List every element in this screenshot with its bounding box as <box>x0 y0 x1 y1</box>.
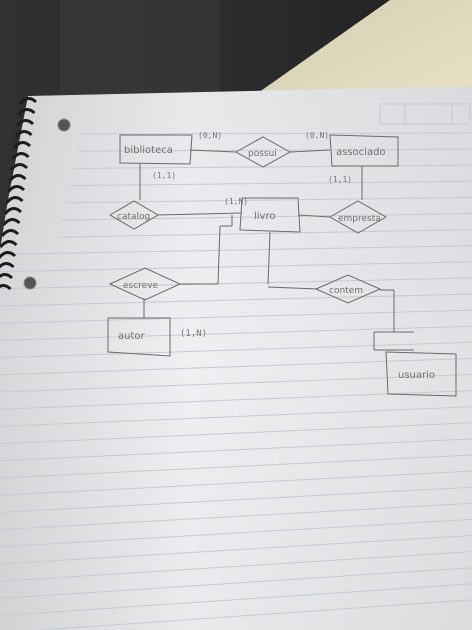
entity-label: usuario <box>398 370 435 381</box>
ruled-line <box>0 470 472 496</box>
spiral-binding <box>0 97 38 291</box>
entity-label: livro <box>254 211 275 222</box>
spiral-ring <box>3 207 23 215</box>
ruled-line <box>0 309 472 324</box>
spiral-ring <box>14 130 33 138</box>
ruled-line <box>0 341 472 359</box>
spiral-ring <box>8 174 27 182</box>
relationship-diamond <box>314 274 382 304</box>
connector <box>267 286 319 290</box>
connector <box>267 231 271 285</box>
ruled-line <box>61 213 472 221</box>
spiral-ring <box>6 185 26 193</box>
relationship-diamond <box>109 200 159 230</box>
er-diagram <box>107 134 457 397</box>
ruled-line <box>0 438 472 462</box>
ruled-line <box>0 245 472 255</box>
spiral-ring <box>15 119 35 127</box>
cardinality-label: (0,N) <box>198 131 222 140</box>
ruled-line <box>0 567 472 599</box>
relationship-label: possui <box>248 149 277 159</box>
ruled-line <box>0 518 472 548</box>
relationship-diamond <box>234 136 292 168</box>
ruled-line <box>65 196 472 204</box>
cardinality-label: (1,1) <box>152 171 176 180</box>
relationship-diamond <box>328 200 388 234</box>
ruled-line <box>0 261 472 273</box>
spiral-ring <box>0 251 17 259</box>
ruled-line <box>0 374 472 393</box>
spiral-ring <box>11 152 30 160</box>
connector <box>217 225 221 285</box>
relationship-label: escreve <box>123 281 159 291</box>
spiral-ring <box>0 284 12 291</box>
entity-label: autor <box>118 331 146 342</box>
ruled-line <box>0 325 472 341</box>
ruled-line <box>0 422 472 445</box>
spiral-ring <box>0 273 14 280</box>
entity-box <box>329 134 399 167</box>
spiral-ring <box>2 218 21 226</box>
ruled-line <box>32 599 472 630</box>
spiral-ring <box>12 141 32 149</box>
relationship-label: contem <box>329 286 363 296</box>
ruled-line <box>0 357 472 376</box>
er-labels: biblioteca associado livro autor usuario… <box>117 131 435 381</box>
relationship-diamond <box>108 267 182 301</box>
ruled-line <box>77 148 472 152</box>
paper-shading <box>0 86 472 630</box>
cardinality-label: (1,N) <box>180 329 207 339</box>
ruled-line <box>0 277 472 290</box>
paper-header-box <box>379 103 471 125</box>
cardinality-label: (1,N) <box>224 197 248 206</box>
punch-hole <box>23 276 37 290</box>
spiral-ring <box>0 262 15 269</box>
spiral-ring <box>5 196 24 204</box>
connector <box>289 149 331 153</box>
spiral-ring <box>0 240 18 248</box>
ruled-line <box>0 293 472 307</box>
ruled-line <box>81 132 472 135</box>
relationship-label: catalog <box>117 212 150 222</box>
background-floor <box>60 0 220 95</box>
spiral-ring <box>9 163 29 171</box>
ruled-line <box>0 551 472 582</box>
ruled-line <box>69 180 472 187</box>
connector <box>157 212 243 216</box>
entity-box <box>385 351 457 397</box>
ruled-line <box>0 583 472 617</box>
cardinality-label: (0,N) <box>305 131 329 140</box>
ruled-line <box>0 454 472 479</box>
ruled-line <box>0 486 472 513</box>
ruled-line <box>57 229 472 238</box>
ruled-line <box>0 406 472 427</box>
spiral-ring <box>0 229 20 237</box>
ruled-line <box>0 502 472 531</box>
connector <box>297 214 331 218</box>
connector <box>189 149 237 153</box>
punch-hole <box>57 118 71 132</box>
entity-label: biblioteca <box>124 145 173 156</box>
entity-label: associado <box>336 147 386 158</box>
entity-box <box>239 197 301 233</box>
entity-box <box>107 317 171 357</box>
ruled-line <box>0 535 472 565</box>
spiral-ring <box>18 97 38 105</box>
relationship-label: empresta <box>338 214 381 224</box>
cardinality-label: (1,1) <box>328 175 352 184</box>
background-desk <box>255 0 472 110</box>
spiral-ring <box>17 108 36 116</box>
entity-box <box>119 134 193 165</box>
